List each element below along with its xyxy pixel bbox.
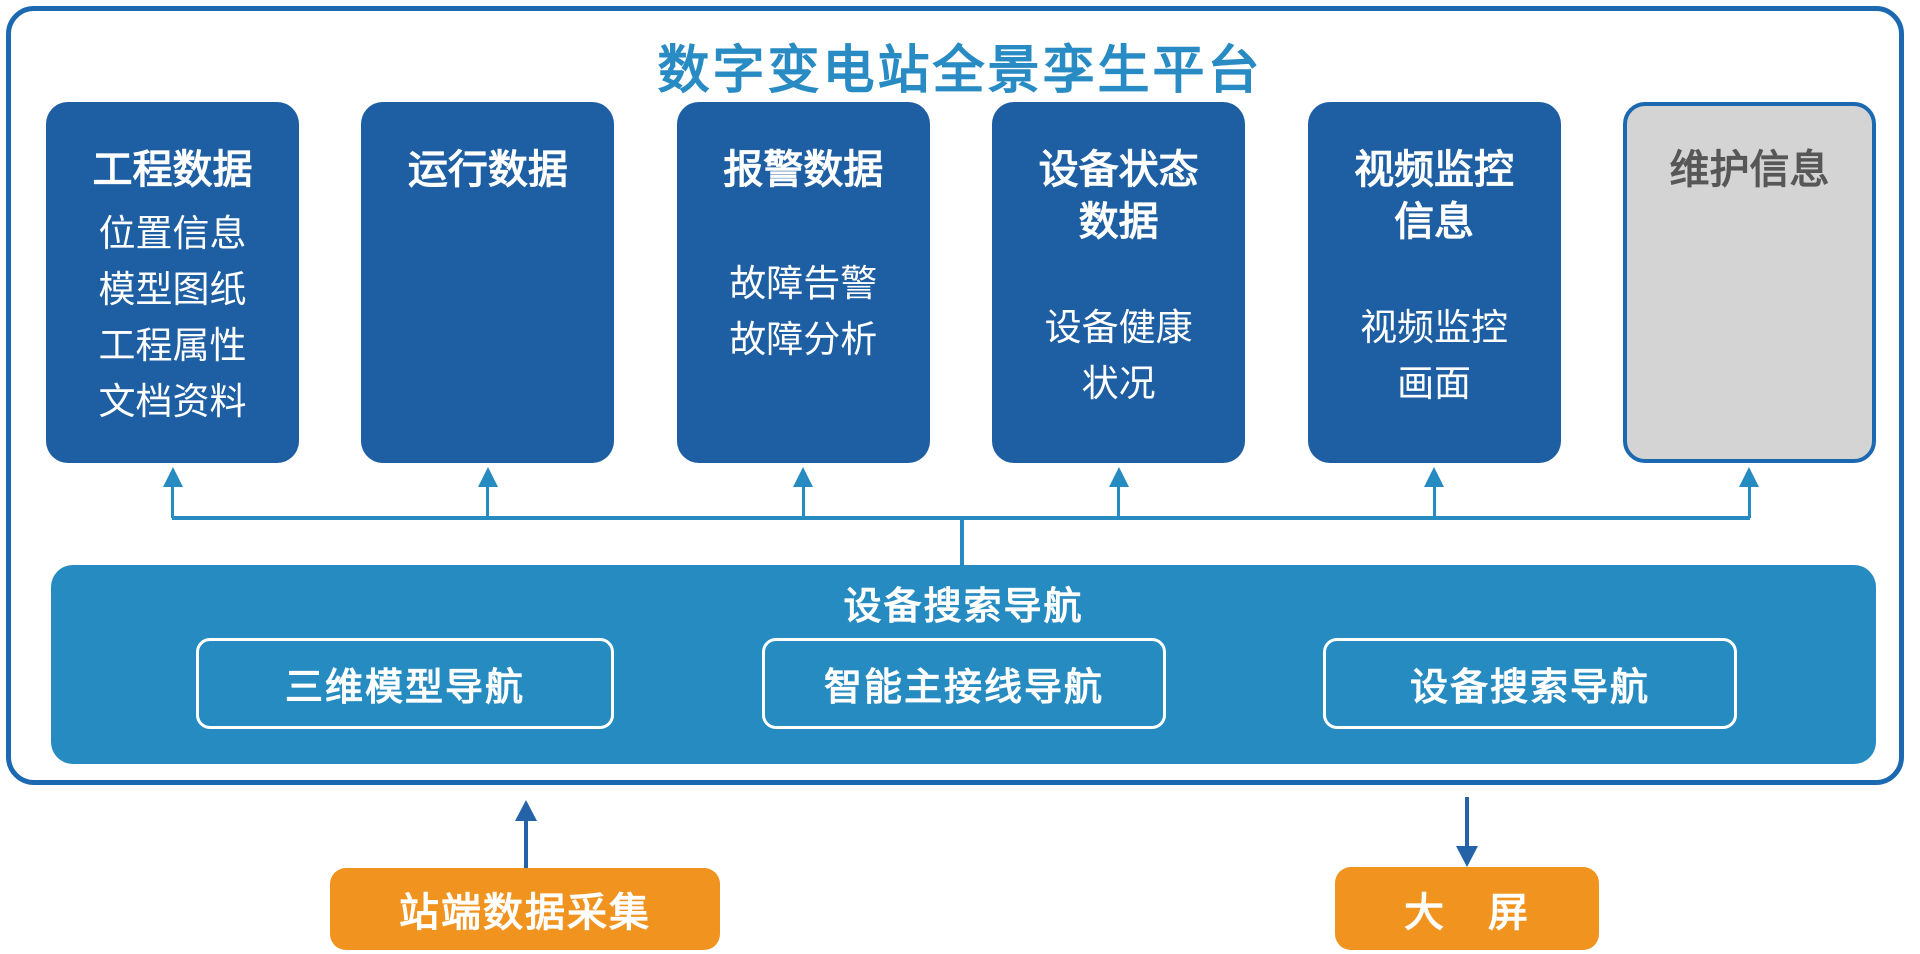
- data-card-6: 维护信息: [1622, 102, 1876, 463]
- data-card-5: 视频监控信息视频监控画面: [1307, 102, 1561, 463]
- upload-arrow-icon: [514, 800, 538, 868]
- output-arrow-icon: [1455, 797, 1479, 867]
- card-items: 位置信息模型图纸工程属性文档资料: [98, 213, 247, 422]
- card-title: 视频监控信息: [1354, 148, 1515, 244]
- data-cards-row: 工程数据位置信息模型图纸工程属性文档资料运行数据报警数据故障告警故障分析设备状态…: [46, 102, 1876, 463]
- connector-center-stem: [960, 518, 964, 567]
- nav-button-2: 智能主接线导航: [762, 638, 1166, 729]
- big-screen-box: 大 屏: [1335, 867, 1599, 950]
- station-data-collection-box: 站端数据采集: [330, 868, 720, 950]
- card-title: 报警数据: [723, 148, 884, 192]
- nav-button-1: 三维模型导航: [196, 638, 614, 729]
- up-arrow-icon: [1623, 467, 1876, 518]
- card-title: 工程数据: [92, 148, 253, 192]
- card-title: 维护信息: [1669, 148, 1830, 192]
- card-items: 故障告警故障分析: [729, 263, 878, 360]
- card-title: 设备状态数据: [1038, 148, 1199, 244]
- card-items: 设备健康状况: [1044, 307, 1193, 404]
- platform-title: 数字变电站全景孪生平台: [657, 42, 1263, 100]
- up-arrow-icon: [361, 467, 614, 518]
- data-card-3: 报警数据故障告警故障分析: [676, 102, 930, 463]
- up-arrow-icon: [1308, 467, 1561, 518]
- up-arrow-icon: [46, 467, 299, 518]
- nav-button-3: 设备搜索导航: [1323, 638, 1737, 729]
- data-card-2: 运行数据: [361, 102, 615, 463]
- data-card-1: 工程数据位置信息模型图纸工程属性文档资料: [46, 102, 299, 463]
- card-items: 视频监控画面: [1360, 307, 1509, 404]
- connector-arrows-row: [46, 467, 1876, 518]
- nav-bar-title: 设备搜索导航: [843, 586, 1084, 628]
- device-search-nav-bar: 设备搜索导航 三维模型导航 智能主接线导航 设备搜索导航: [51, 565, 1876, 764]
- data-card-4: 设备状态数据设备健康状况: [992, 102, 1246, 463]
- card-title: 运行数据: [407, 148, 568, 192]
- up-arrow-icon: [677, 467, 930, 518]
- up-arrow-icon: [992, 467, 1245, 518]
